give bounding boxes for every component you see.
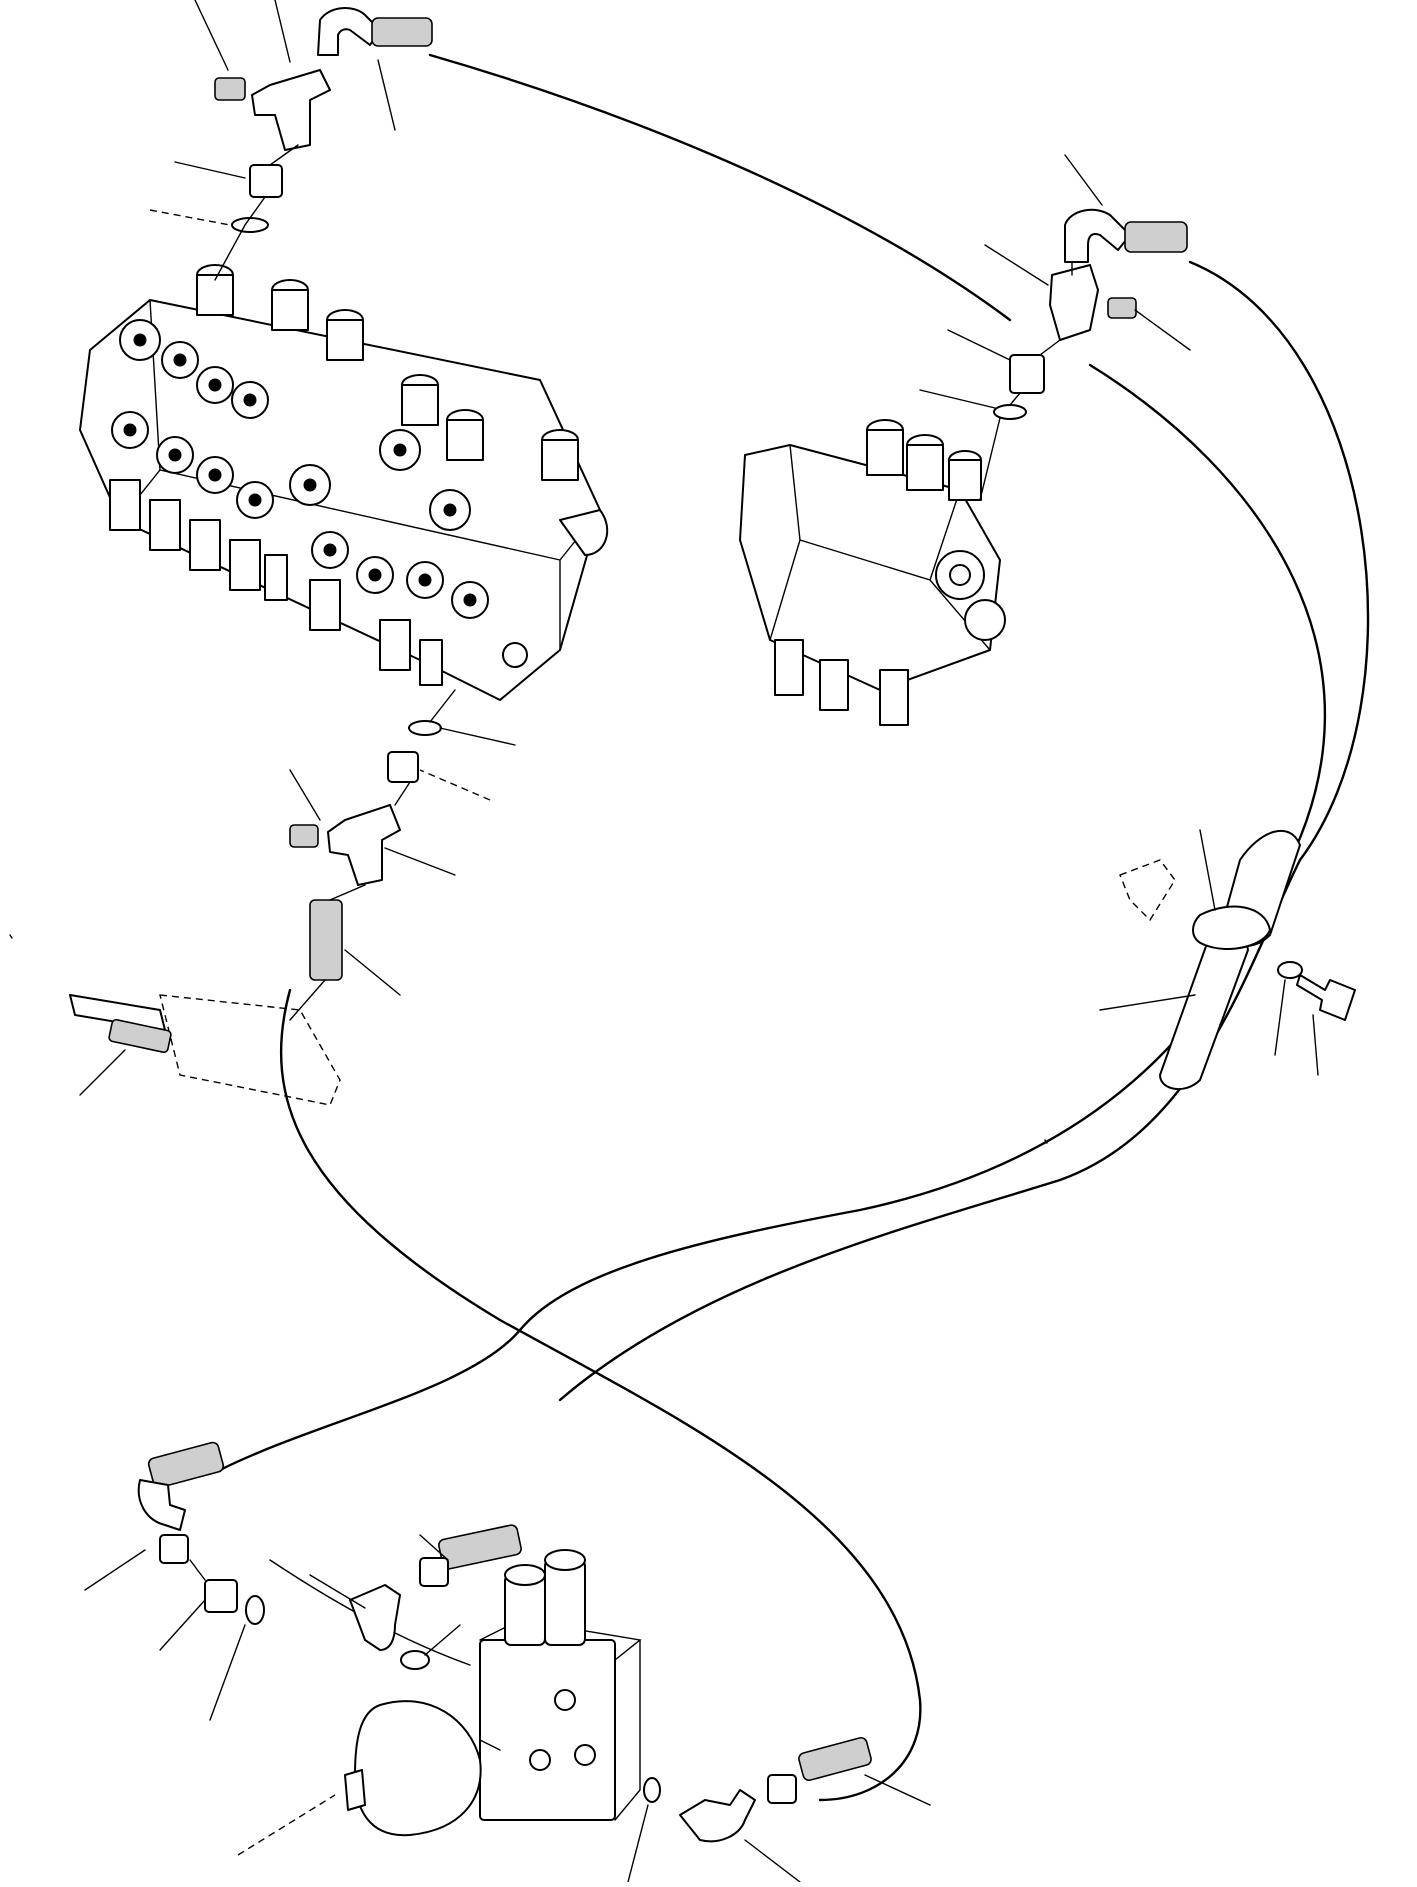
adapter-bottom-left [204, 1579, 238, 1613]
mount-bracket-right [1119, 859, 1176, 922]
accumulator-charge-valve [344, 1769, 366, 1811]
main-valve-spool-stems [109, 479, 443, 686]
aux-valve-spool-caps [866, 419, 982, 501]
o-ring-top-left [231, 217, 269, 233]
elbow-bottom-mid [349, 1584, 401, 1651]
hose-top-right-to-accumulator [558, 260, 1370, 1402]
hose-pilot-valve-to-left-accumulator [218, 363, 1327, 1472]
top-right-fitting-stack [979, 208, 1188, 501]
adapter-top-left [249, 164, 283, 198]
plug-top-left [214, 77, 246, 101]
hose-end-bottom-left [147, 1441, 225, 1489]
tee-fitting-top-left [251, 69, 331, 151]
auxiliary-control-valve [739, 419, 1006, 726]
washer-right [1277, 961, 1303, 979]
clip-sleeve-left [108, 1018, 172, 1054]
accumulator-assembly [344, 1549, 642, 1837]
main-control-valve [79, 264, 609, 701]
hose-clamp [1192, 905, 1271, 950]
plug-top-right [1107, 297, 1137, 319]
o-ring-bottom-left [245, 1595, 265, 1625]
o-ring-bottom-right [643, 1777, 661, 1803]
elbow-fitting-top-right [1064, 208, 1131, 263]
o-ring-bottom-mid [400, 1650, 430, 1670]
valve-block [479, 1639, 616, 1821]
aux-valve-ports [935, 550, 1006, 641]
main-valve-spool-caps [196, 264, 579, 481]
aux-valve-stems [774, 639, 909, 726]
solenoid-cartridges [504, 1549, 586, 1646]
hose-main-bottom-to-accumulator-right [279, 988, 922, 1802]
o-ring-top-right [993, 404, 1027, 420]
plug-mid-left [289, 824, 319, 848]
bolt-right [1296, 974, 1356, 1021]
tee-fitting-mid-left [327, 804, 401, 886]
adapter-top-right [1009, 354, 1045, 394]
bottom-right-fittings [643, 1736, 872, 1843]
o-ring-mid-left [408, 720, 442, 736]
nut-bottom-mid [419, 1557, 449, 1587]
elbow-fitting-top-left [317, 7, 381, 56]
adapter-mid-left [387, 751, 419, 783]
tee-fitting-top-right [1049, 264, 1099, 341]
nut-bottom-left [159, 1534, 189, 1564]
hose-main-to-pilot-valve [428, 53, 1012, 322]
accumulator-sphere [354, 1700, 482, 1837]
nut-bottom-right [767, 1774, 797, 1804]
bracket-plate [159, 994, 341, 1106]
top-left-fitting-stack [214, 7, 433, 281]
elbow-bottom-right [679, 1789, 756, 1843]
main-valve-ports [111, 319, 489, 619]
mid-left-fitting-stack [289, 689, 456, 1021]
hose-bracket-left [69, 994, 341, 1106]
hose-end-sleeve-top-right [1124, 221, 1188, 253]
hose-end-sleeve-top-left [371, 17, 433, 47]
hose-clamp-assembly [1119, 829, 1356, 1090]
bottom-mid-fittings [349, 1524, 522, 1670]
protective-sleeve-lower [1159, 929, 1249, 1090]
hose-end-mid-left [309, 899, 343, 981]
hose-end-bottom-mid [438, 1524, 522, 1570]
callout-leader-lines [9, 0, 1319, 1883]
hose-end-bottom-right [798, 1736, 872, 1782]
bottom-left-fittings [137, 1441, 265, 1625]
elbow-bottom-left [137, 1479, 186, 1531]
